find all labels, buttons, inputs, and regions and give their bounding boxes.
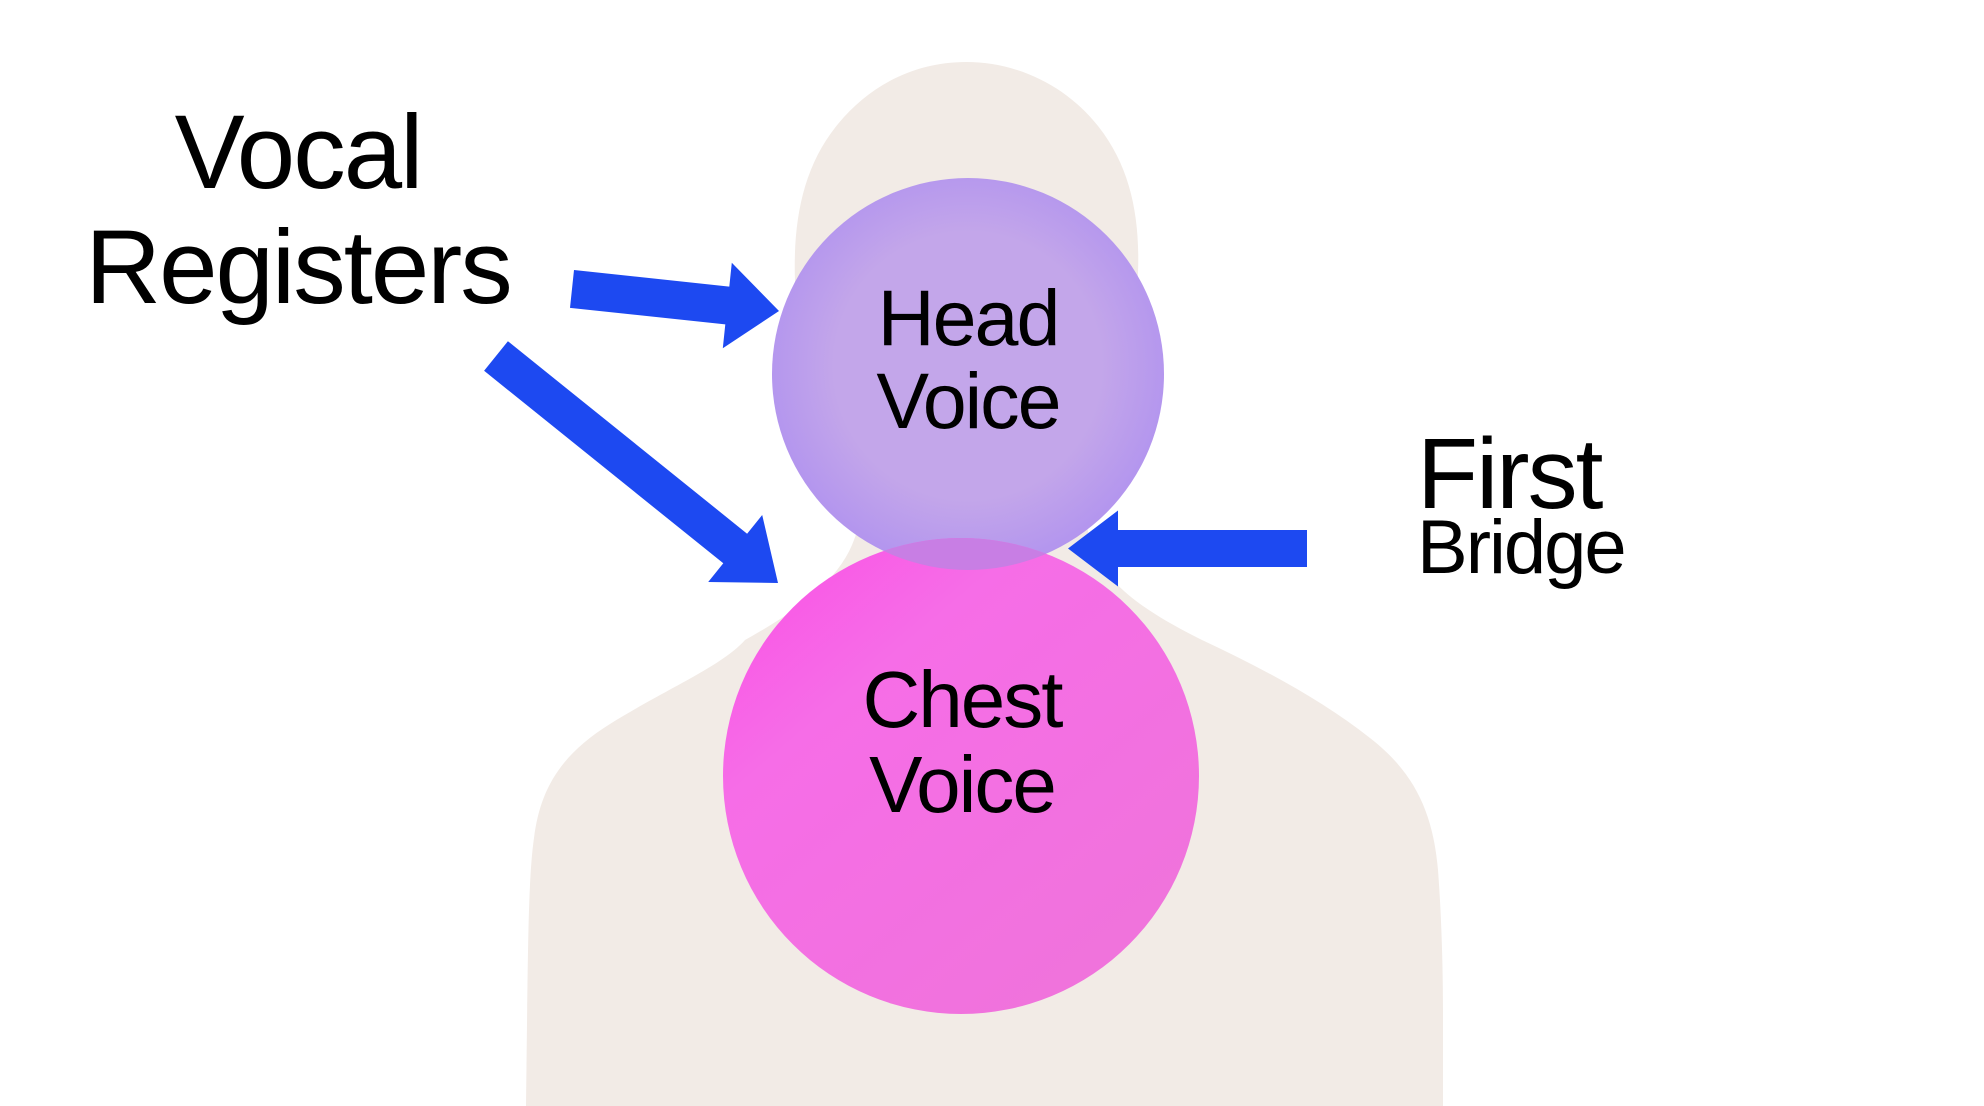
- arrow-to-head-voice-icon: [570, 262, 779, 349]
- vocal-registers-line2: Registers: [85, 209, 512, 326]
- arrow-first-bridge-icon: [1068, 510, 1307, 587]
- chest-voice-label-line1: Chest: [862, 655, 1064, 744]
- first-bridge-annotation-line1: First: [1417, 418, 1603, 530]
- head-voice-label-line2: Voice: [876, 356, 1061, 445]
- head-voice-label-line1: Head: [877, 273, 1061, 362]
- chest-voice-circle: [723, 538, 1199, 1014]
- head-voice-label: Head Voice: [768, 276, 1168, 442]
- first-bridge-annotation-line2: Bridge: [1417, 505, 1627, 590]
- arrow-to-junction-icon: [484, 341, 778, 583]
- head-voice-circle: [772, 178, 1164, 570]
- chest-voice-label-line2: Voice: [869, 740, 1057, 829]
- vocal-registers-heading: Vocal Registers: [18, 95, 578, 325]
- chest-voice-label: Chest Voice: [762, 657, 1162, 827]
- vocal-registers-line1: Vocal: [174, 94, 424, 211]
